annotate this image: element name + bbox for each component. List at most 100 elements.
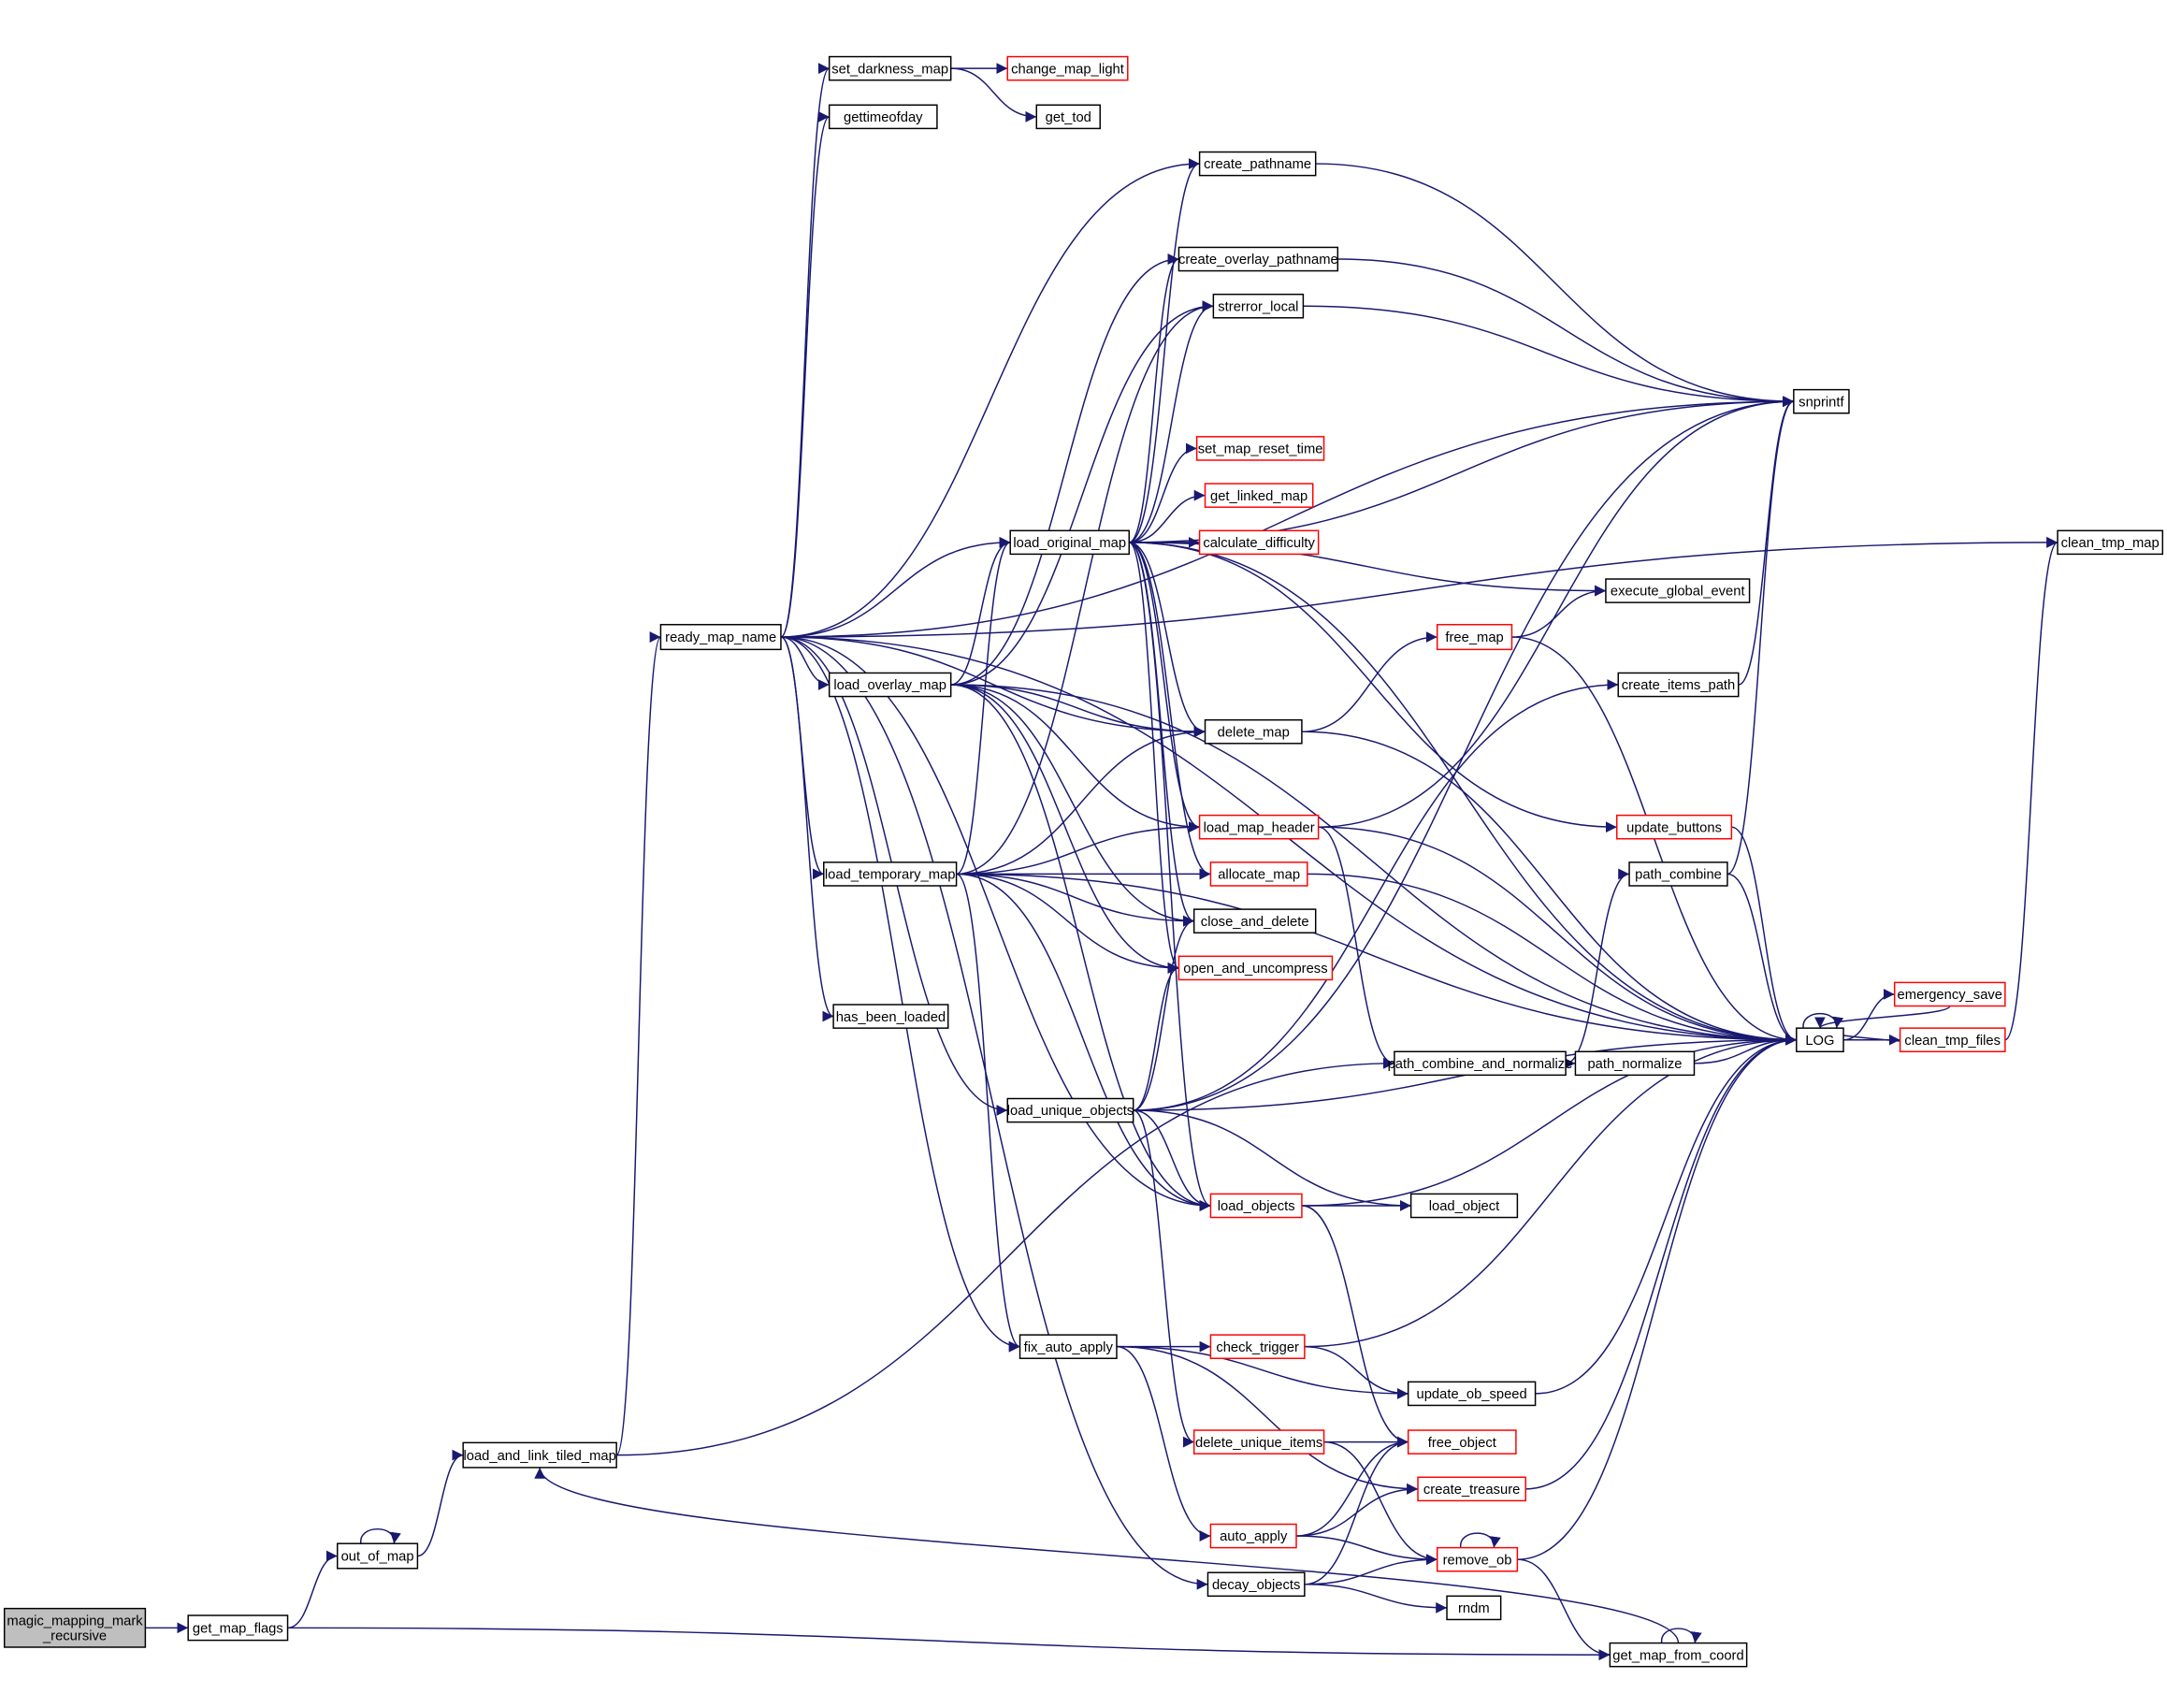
node-create_pathname[interactable]: create_pathname: [1198, 151, 1317, 177]
node-box[interactable]: [1616, 814, 1733, 840]
node-load_object[interactable]: load_object: [1409, 1193, 1519, 1219]
node-fix_auto_apply[interactable]: fix_auto_apply: [1018, 1334, 1118, 1359]
node-box[interactable]: [1212, 293, 1305, 319]
node-path_normalize[interactable]: path_normalize: [1574, 1050, 1696, 1077]
node-box[interactable]: [1198, 529, 1320, 556]
node-auto_apply[interactable]: auto_apply: [1209, 1523, 1297, 1549]
node-box[interactable]: [3, 1607, 147, 1648]
node-delete_unique_items[interactable]: delete_unique_items: [1192, 1429, 1325, 1455]
node-box[interactable]: [1192, 908, 1317, 934]
node-clean_tmp_files[interactable]: clean_tmp_files: [1899, 1027, 2006, 1052]
node-out_of_map[interactable]: out_of_map: [336, 1542, 419, 1570]
node-get_tod[interactable]: get_tod: [1035, 104, 1101, 130]
node-box[interactable]: [1035, 104, 1101, 130]
node-box[interactable]: [1204, 483, 1314, 508]
node-box[interactable]: [1006, 55, 1129, 81]
node-box[interactable]: [1893, 981, 2006, 1007]
node-box[interactable]: [1209, 861, 1308, 887]
node-box[interactable]: [1628, 861, 1728, 887]
node-allocate_map[interactable]: allocate_map: [1209, 861, 1308, 887]
node-box[interactable]: [1409, 1193, 1519, 1219]
node-rndm[interactable]: rndm: [1446, 1595, 1502, 1621]
node-box[interactable]: [828, 672, 952, 698]
node-remove_ob[interactable]: remove_ob: [1436, 1546, 1519, 1572]
node-has_been_loaded[interactable]: has_been_loaded: [832, 1004, 949, 1029]
node-check_trigger[interactable]: check_trigger: [1209, 1334, 1306, 1359]
node-box[interactable]: [659, 624, 782, 651]
node-open_and_uncompress[interactable]: open_and_uncompress: [1177, 955, 1334, 981]
node-magic[interactable]: magic_mapping_mark_recursive: [3, 1607, 147, 1648]
node-change_map_light[interactable]: change_map_light: [1006, 55, 1129, 81]
node-box[interactable]: [1018, 1334, 1118, 1359]
node-box[interactable]: [1574, 1050, 1696, 1077]
node-box[interactable]: [1394, 1050, 1567, 1077]
node-box[interactable]: [187, 1614, 289, 1642]
node-box[interactable]: [1609, 1642, 1748, 1668]
node-ready_map_name[interactable]: ready_map_name: [659, 624, 782, 651]
node-strerror_local[interactable]: strerror_local: [1212, 293, 1305, 319]
node-box[interactable]: [1417, 1476, 1526, 1502]
node-box[interactable]: [828, 55, 952, 81]
node-gettimeofday[interactable]: gettimeofday: [828, 104, 938, 130]
node-create_items_path[interactable]: create_items_path: [1617, 672, 1740, 698]
node-box[interactable]: [1899, 1027, 2006, 1052]
node-set_darkness_map[interactable]: set_darkness_map: [828, 55, 952, 81]
node-LOG[interactable]: LOG: [1796, 1027, 1844, 1052]
node-box[interactable]: [1793, 388, 1850, 414]
node-box[interactable]: [832, 1004, 949, 1029]
node-load_and_link_tiled_map[interactable]: load_and_link_tiled_map: [462, 1441, 617, 1469]
node-box[interactable]: [1006, 1097, 1134, 1123]
node-load_unique_objects[interactable]: load_unique_objects: [1006, 1097, 1134, 1123]
node-free_object[interactable]: free_object: [1407, 1429, 1517, 1455]
node-box[interactable]: [1192, 1429, 1325, 1455]
node-create_overlay_pathname[interactable]: create_overlay_pathname: [1177, 246, 1339, 272]
node-get_map_flags[interactable]: get_map_flags: [187, 1614, 289, 1642]
node-box[interactable]: [1204, 718, 1303, 745]
node-box[interactable]: [1436, 1546, 1519, 1572]
node-load_original_map[interactable]: load_original_map: [1009, 529, 1130, 556]
node-update_buttons[interactable]: update_buttons: [1616, 814, 1733, 840]
node-box[interactable]: [1206, 1571, 1306, 1598]
node-box[interactable]: [336, 1542, 419, 1570]
node-decay_objects[interactable]: decay_objects: [1206, 1571, 1306, 1598]
node-box[interactable]: [1617, 672, 1740, 698]
node-load_objects[interactable]: load_objects: [1209, 1193, 1303, 1219]
node-load_temporary_map[interactable]: load_temporary_map: [823, 861, 958, 887]
node-snprintf[interactable]: snprintf: [1793, 388, 1850, 414]
node-clean_tmp_map[interactable]: clean_tmp_map: [2057, 529, 2164, 556]
node-box[interactable]: [823, 861, 958, 887]
node-get_linked_map[interactable]: get_linked_map: [1204, 483, 1314, 508]
node-execute_global_event[interactable]: execute_global_event: [1605, 578, 1751, 603]
node-emergency_save[interactable]: emergency_save: [1893, 981, 2006, 1007]
node-get_map_from_coord[interactable]: get_map_from_coord: [1609, 1642, 1748, 1668]
node-create_treasure[interactable]: create_treasure: [1417, 1476, 1526, 1502]
node-load_overlay_map[interactable]: load_overlay_map: [828, 672, 952, 698]
node-box[interactable]: [1407, 1381, 1537, 1407]
node-box[interactable]: [1009, 529, 1130, 556]
node-box[interactable]: [1407, 1429, 1517, 1455]
node-set_map_reset_time[interactable]: set_map_reset_time: [1195, 436, 1325, 461]
node-box[interactable]: [1209, 1523, 1297, 1549]
node-box[interactable]: [1177, 246, 1339, 272]
node-box[interactable]: [828, 104, 938, 130]
node-box[interactable]: [1209, 1193, 1303, 1219]
node-box[interactable]: [1436, 624, 1513, 651]
node-box[interactable]: [1796, 1027, 1844, 1052]
node-box[interactable]: [1605, 578, 1751, 603]
node-box[interactable]: [2057, 529, 2164, 556]
node-path_combine[interactable]: path_combine: [1628, 861, 1728, 887]
node-update_ob_speed[interactable]: update_ob_speed: [1407, 1381, 1537, 1407]
node-close_and_delete[interactable]: close_and_delete: [1192, 908, 1317, 934]
node-load_map_header[interactable]: load_map_header: [1198, 814, 1320, 840]
node-box[interactable]: [1198, 151, 1317, 177]
node-box[interactable]: [1198, 814, 1320, 840]
node-path_combine_and_normalize[interactable]: path_combine_and_normalize: [1388, 1050, 1573, 1077]
node-calculate_difficulty[interactable]: calculate_difficulty: [1198, 529, 1320, 556]
node-box[interactable]: [1446, 1595, 1502, 1621]
node-box[interactable]: [462, 1441, 617, 1469]
node-box[interactable]: [1195, 436, 1325, 461]
node-free_map[interactable]: free_map: [1436, 624, 1513, 651]
node-delete_map[interactable]: delete_map: [1204, 718, 1303, 745]
node-box[interactable]: [1209, 1334, 1306, 1359]
node-box[interactable]: [1177, 955, 1334, 981]
